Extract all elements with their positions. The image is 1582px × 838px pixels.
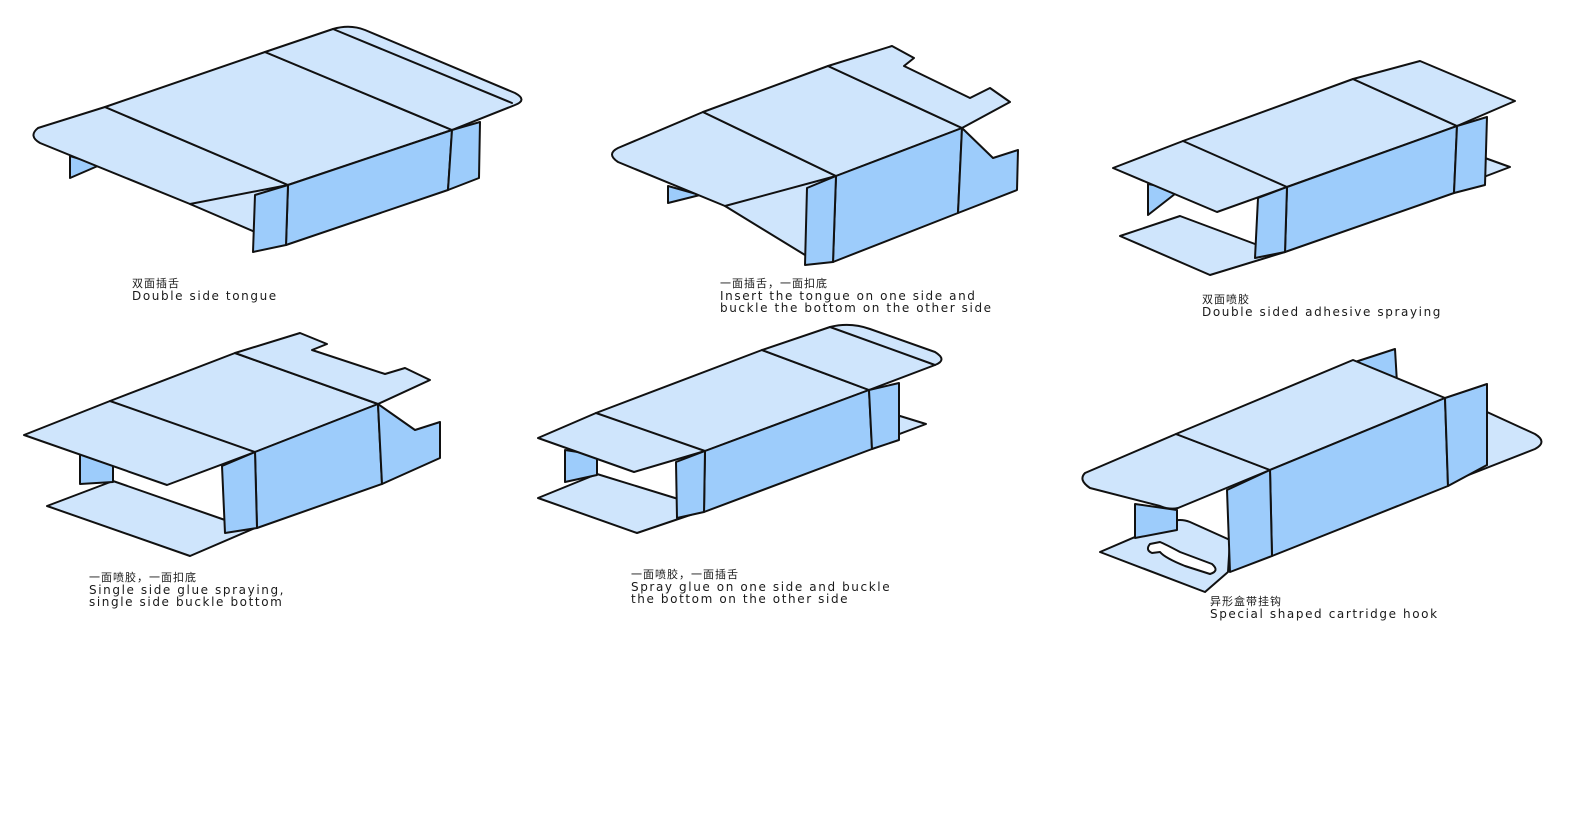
box-double-side-tongue (32, 25, 523, 253)
caption-double-adhesive: 双面喷胶 Double sided adhesive spraying (1202, 293, 1443, 319)
box-hook (1081, 348, 1543, 593)
caption-glue-and-tongue: 一面喷胶，一面插舌 Spray glue on one side and buc… (631, 568, 892, 606)
box-double-adhesive (1112, 60, 1516, 276)
hang-hole (1146, 541, 1217, 575)
crease (332, 28, 513, 104)
caption-en-line2: single side buckle bottom (89, 595, 284, 609)
box-glue-and-buckle (23, 332, 441, 557)
caption-zh: 一面插舌，一面扣底 (720, 277, 828, 290)
caption-zh: 双面插舌 (132, 277, 180, 290)
crease (595, 412, 706, 452)
glue-flap (1254, 186, 1288, 259)
tongue-flap-right (264, 25, 523, 131)
end-flap (1453, 116, 1488, 194)
buckle-end (377, 403, 441, 485)
caption-hook-box: 异形盒带挂钩 Special shaped cartridge hook (1210, 595, 1439, 621)
buckle-flap (234, 332, 431, 405)
crease (1182, 140, 1288, 188)
caption-en-line1: Single side glue spraying, (89, 583, 286, 597)
crease (829, 326, 936, 366)
buckle-flap (827, 45, 1011, 129)
glue-flap (1226, 469, 1273, 573)
glue-flap (804, 175, 837, 266)
caption-en: Double side tongue (132, 289, 278, 303)
caption-en-line1: Insert the tongue on one side and (720, 289, 977, 303)
left-end-flap (667, 185, 701, 204)
end-flap (868, 382, 900, 450)
buckle-end (957, 127, 1019, 214)
top-flap (1352, 60, 1516, 127)
box-tongue-and-buckle (611, 45, 1019, 266)
caption-en-line2: buckle the bottom on the other side (720, 301, 993, 315)
caption-zh: 一面喷胶，一面扣底 (89, 571, 197, 584)
caption-en-line1: Spray glue on one side and buckle (631, 580, 892, 594)
glue-flap (675, 450, 706, 519)
caption-double-side-tongue: 双面插舌 Double side tongue (132, 277, 278, 303)
box-glue-and-tongue (537, 323, 943, 534)
end-flap (447, 121, 481, 191)
caption-zh: 双面喷胶 (1202, 293, 1250, 306)
glue-flap (252, 184, 289, 253)
caption-glue-and-buckle: 一面喷胶，一面扣底 Single side glue spraying, sin… (89, 571, 286, 609)
caption-en-line2: the bottom on the other side (631, 592, 850, 606)
end-flap (1444, 383, 1488, 487)
glue-flap (221, 451, 258, 534)
caption-en: Double sided adhesive spraying (1202, 305, 1443, 319)
tongue-flap (761, 323, 943, 391)
crease (109, 400, 256, 453)
caption-zh: 一面喷胶，一面插舌 (631, 568, 739, 581)
caption-en: Special shaped cartridge hook (1210, 607, 1439, 621)
caption-zh: 异形盒带挂钩 (1210, 595, 1282, 608)
caption-tongue-and-buckle: 一面插舌，一面扣底 Insert the tongue on one side … (720, 277, 993, 315)
